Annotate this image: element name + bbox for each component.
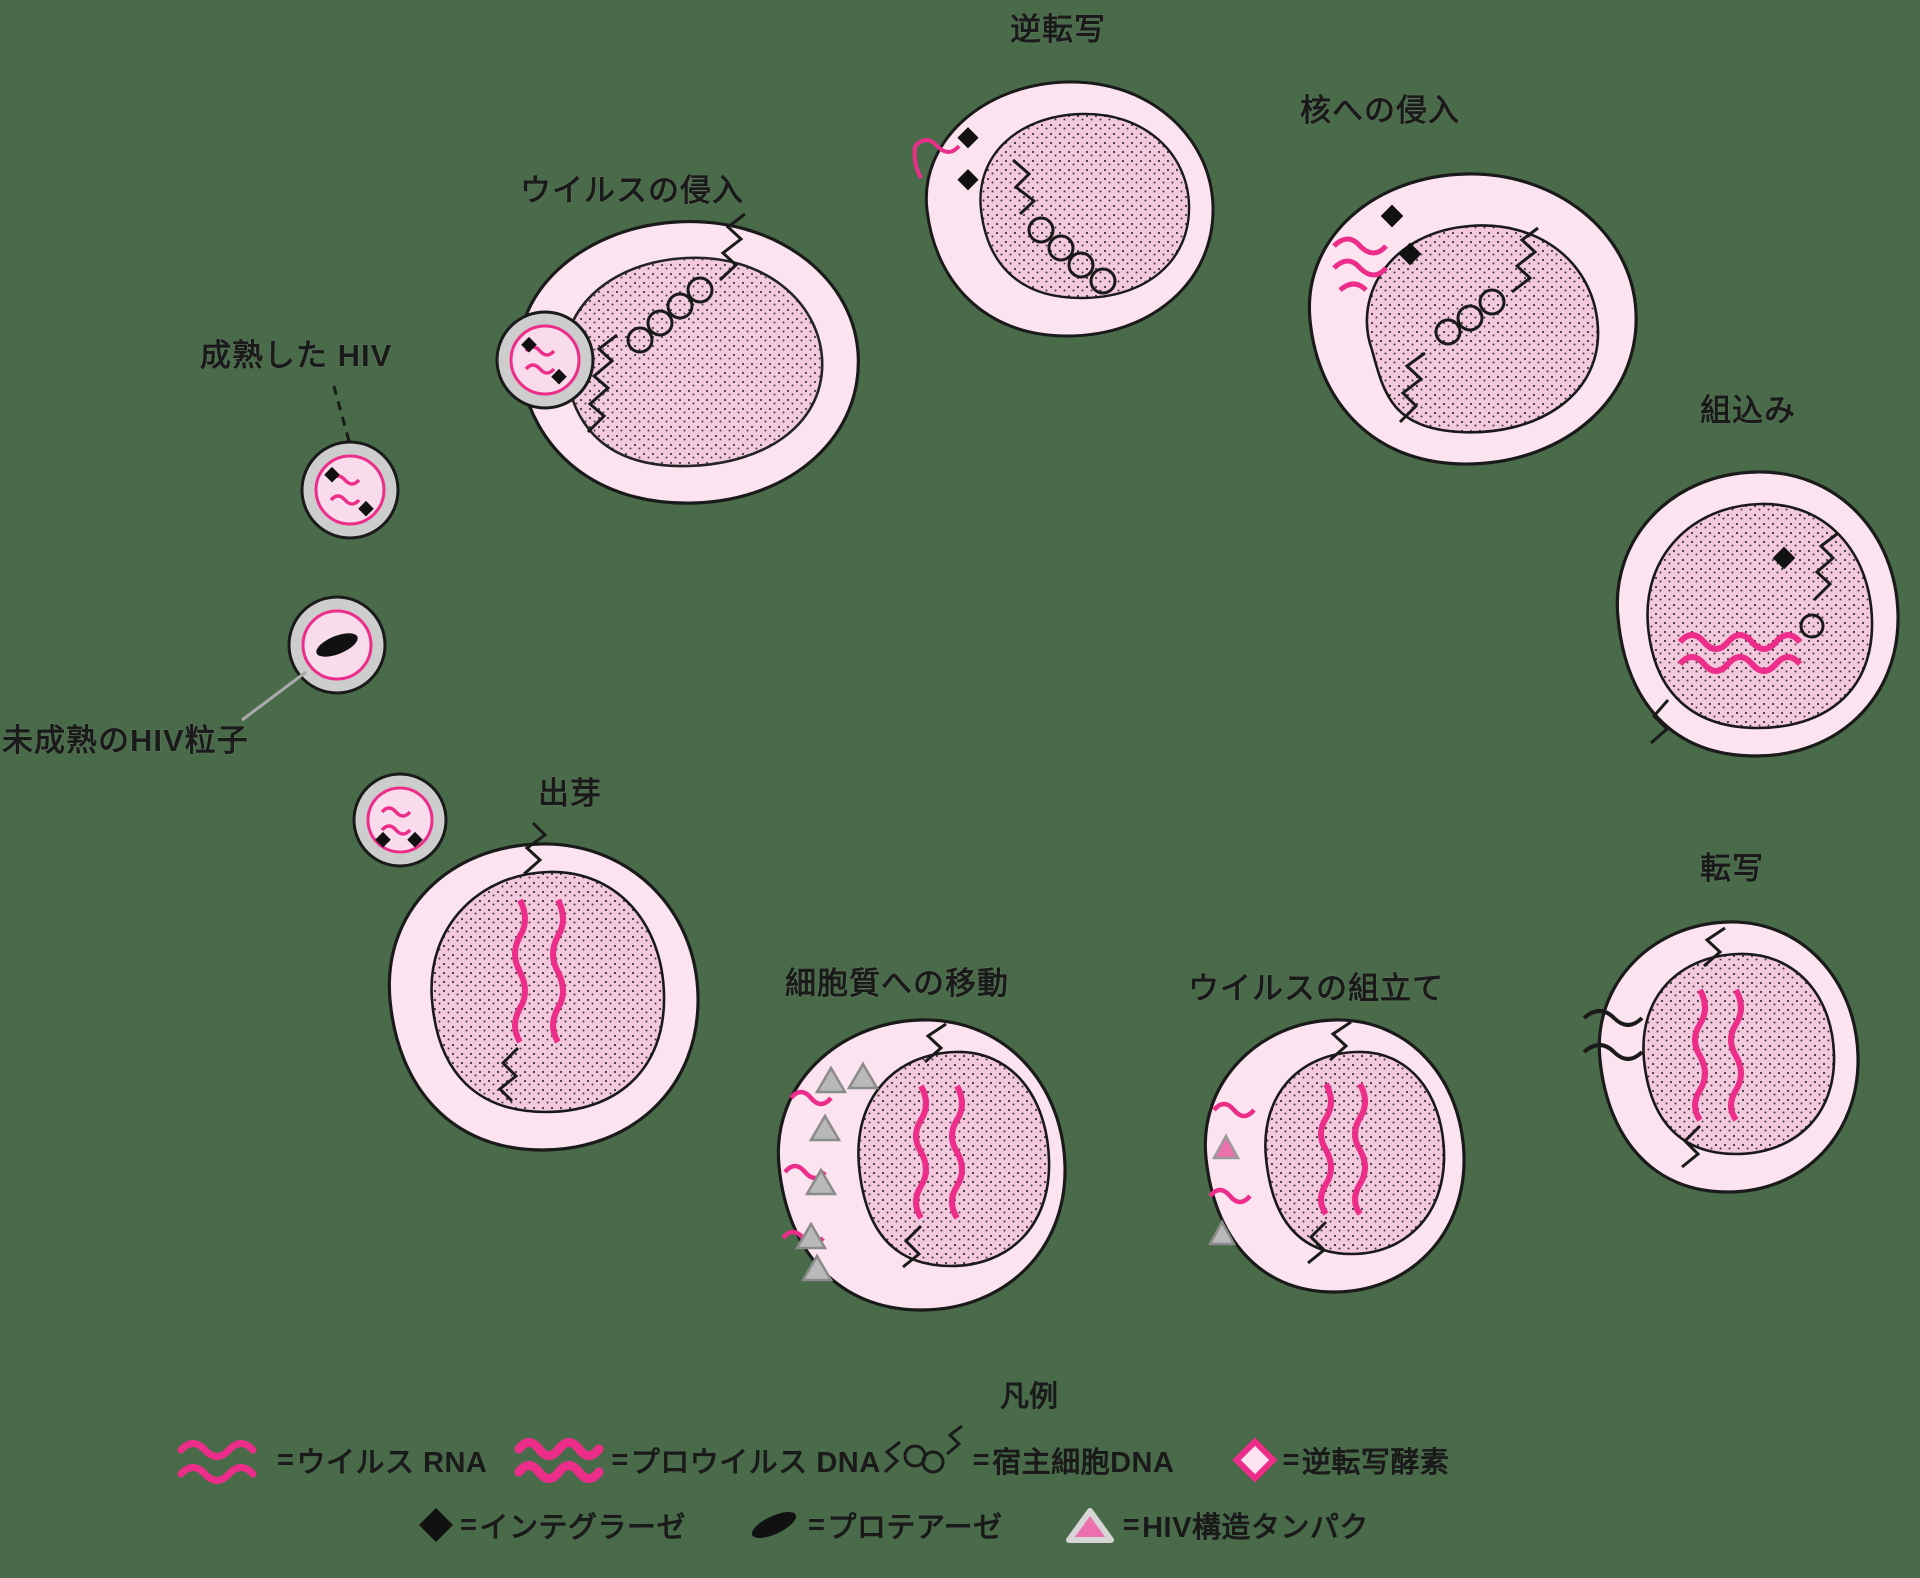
legend-item-host-cell-dna: = 宿主細胞DNA [881,1424,1175,1488]
hiv-structural-protein-icon [794,1221,828,1250]
leader-line [331,382,351,442]
cell-integration [1600,450,1910,780]
stage-label-mature-hiv: 成熟した HIV [200,338,393,373]
integrase-icon [418,1503,454,1547]
legend-eq: = [807,1508,826,1541]
viral-rna-with-rt [912,127,979,191]
host-cell-dna [1012,158,1117,295]
protease-icon [316,633,358,657]
legend-item-integrase: = インテグラーゼ [418,1503,686,1547]
legend-label-protease: プロテアーゼ [827,1512,1003,1544]
reverse-transcriptase-icon [1232,1436,1279,1484]
stage-label-cytoplasm-transport: 細胞質への移動 [785,966,1009,1001]
stage-label-reverse-transcription: 逆転写 [1010,12,1106,47]
cell-reverse-transcription [905,60,1225,360]
cell-viral-assembly [1180,1000,1480,1310]
nucleus [1264,1050,1446,1256]
nucleus [1642,952,1836,1156]
legend-item-reverse-transcriptase: = 逆転写酵素 [1232,1436,1450,1484]
integrase-icon [957,127,979,149]
legend-label-reverse-transcriptase: 逆転写酵素 [1301,1447,1450,1479]
hiv-structural-protein-icon [814,1065,848,1094]
host-cell-dna [1307,1020,1352,1265]
legend-item-provirus-dna: = プロウイルス DNA [513,1432,880,1488]
protease-icon [746,1503,802,1547]
viral-rna [380,806,412,836]
hiv-structural-protein-icon [1207,1219,1237,1246]
provirus-dna [913,1084,965,1220]
provirus-dna [1318,1082,1368,1216]
nucleus [430,870,666,1114]
legend-eq: = [611,1443,629,1476]
virion-core [314,454,386,526]
legend-eq: = [460,1508,478,1541]
integrase-icon [957,169,979,191]
stage-label-nuclear-entry: 核への侵入 [1300,93,1460,128]
cell-nuclear-entry [1280,150,1660,490]
legend-label-provirus-dna: プロウイルス DNA [630,1447,881,1479]
stage-label-viral-assembly: ウイルスの組立て [1188,971,1444,1006]
provirus-dna-icon [513,1432,605,1488]
host-cell-dna [1650,532,1838,745]
host-cell-dna [586,212,746,434]
virion-mature-hiv [285,382,415,555]
stage-label-budding: 出芽 [538,776,602,811]
virion-core [366,786,434,854]
legend-item-viral-rna: = ウイルス RNA [175,1432,487,1488]
virion-core [509,324,581,396]
host-cell-dna-icon [881,1424,967,1488]
provirus-dna [1692,988,1744,1122]
host-cell-dna [497,821,548,1103]
hiv-structural-protein-icon [800,1253,834,1282]
host-cell-dna [1398,226,1539,424]
legend-label-host-cell-dna: 宿主細胞DNA [992,1447,1175,1479]
cell-transcription [1570,900,1870,1210]
assembling-virions [1207,1101,1256,1246]
nucleus [1646,502,1874,730]
host-cell-dna [902,1022,947,1269]
stage-label-transcription: 転写 [1700,851,1764,886]
legend-eq: = [1282,1443,1300,1476]
stage-label-integration: 組込み [1700,393,1796,428]
viral-rna-icon [175,1432,271,1488]
virion-entering [480,295,610,425]
provirus-dna [1677,632,1803,674]
cell-cytoplasm-transport [755,1000,1085,1330]
cell-viral-entry [480,200,880,520]
stage-label-viral-entry: ウイルスの侵入 [520,173,744,208]
nucleus [979,112,1191,300]
legend-row-1: = ウイルス RNA = プロウイルス DNA [175,1424,1475,1488]
viral-rna-and-proteins [781,1061,880,1282]
hiv-structural-protein-icon [846,1061,880,1090]
legend-item-hiv-structural-protein: = HIV構造タンパク [1063,1502,1369,1548]
legend-eq: = [1122,1508,1141,1541]
legend-row-2: = インテグラーゼ = プロテアーゼ = HIV構造タンパク [418,1502,1395,1548]
hiv-structural-protein-icon [1063,1502,1117,1548]
leader-line [241,670,307,722]
legend-eq: = [277,1443,295,1476]
nucleus [857,1050,1051,1268]
legend-eq: = [972,1443,991,1476]
legend-label-viral-rna: ウイルス RNA [296,1447,488,1479]
legend-label-integrase: インテグラーゼ [479,1512,686,1544]
hiv-structural-protein-icon [804,1167,838,1196]
virion-immature-hiv [241,580,402,722]
nucleus [563,256,824,468]
viral-rna-transcript [1582,1009,1644,1061]
legend-title: 凡例 [1000,1381,1059,1413]
legend-item-protease: = プロテアーゼ [746,1503,1003,1547]
host-cell-dna [1681,926,1726,1169]
budding-virion [340,760,460,880]
cell-budding [370,800,730,1180]
hiv-structural-protein-icon [1211,1133,1241,1160]
provirus-dna [512,898,566,1044]
legend-label-hiv-structural-protein: HIV構造タンパク [1142,1512,1369,1544]
hiv-structural-protein-icon [808,1113,842,1142]
stage-label-immature-hiv-particle: 未成熟のHIV粒子 [2,723,249,758]
